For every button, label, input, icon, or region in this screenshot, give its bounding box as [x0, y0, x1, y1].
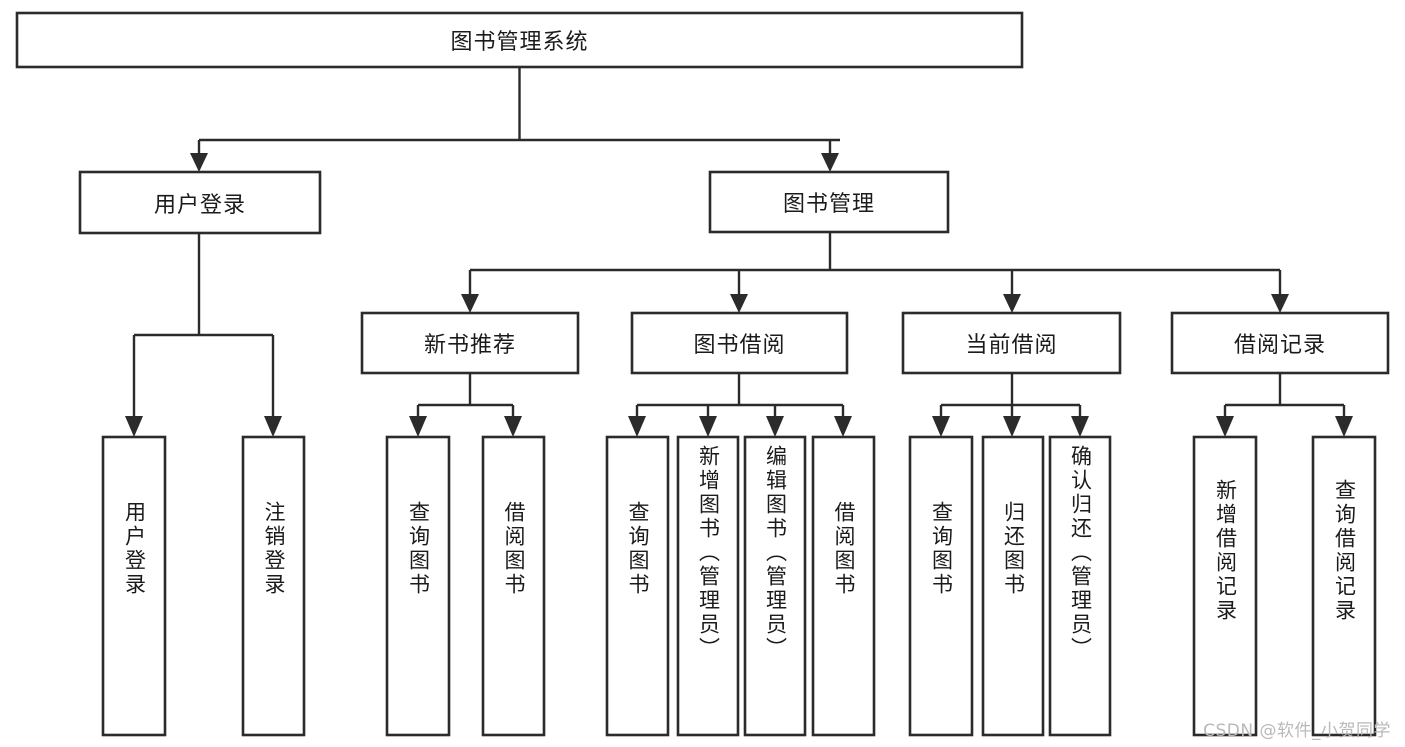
connector-group-borrow-record	[1216, 373, 1353, 437]
arrow-head-leaf-user-login	[125, 416, 143, 437]
arrow-head-user-login	[190, 153, 208, 172]
connector-group-book-borrow	[628, 373, 852, 437]
arrow-head-current-borrow	[1003, 294, 1021, 313]
node-box-leaf-query-book-3[interactable]	[908, 435, 974, 737]
arrow-head-leaf-borrow-book-2	[834, 416, 852, 437]
arrow-head-leaf-edit-book	[766, 416, 784, 437]
arrow-head-leaf-query-book-1	[409, 416, 427, 437]
arrow-head-leaf-query-record	[1335, 416, 1353, 437]
node-box-book-borrow[interactable]	[630, 311, 849, 375]
node-box-leaf-borrow-book-2[interactable]	[811, 435, 876, 737]
arrow-head-leaf-borrow-book-1	[504, 416, 522, 437]
arrow-head-book-manage	[821, 153, 839, 172]
node-box-leaf-edit-book[interactable]	[743, 435, 807, 737]
arrow-head-leaf-user-logout	[264, 416, 282, 437]
node-box-leaf-borrow-book-1[interactable]	[481, 435, 546, 737]
arrow-head-leaf-add-record	[1216, 416, 1234, 437]
arrow-head-new-book-recommend	[461, 294, 479, 313]
arrow-head-leaf-query-book-2	[628, 416, 646, 437]
node-box-leaf-query-book-1[interactable]	[385, 435, 451, 737]
node-box-root[interactable]	[15, 11, 1024, 69]
arrow-head-leaf-add-book	[699, 416, 717, 437]
connector-group-root	[190, 67, 840, 172]
node-box-leaf-query-book-2[interactable]	[605, 435, 670, 737]
node-box-leaf-return-book[interactable]	[981, 435, 1045, 737]
node-box-leaf-add-book[interactable]	[676, 435, 740, 737]
connector-group-user-login	[125, 233, 282, 437]
node-box-book-manage[interactable]	[708, 170, 950, 234]
arrow-head-book-borrow	[730, 294, 748, 313]
connector-group-current-borrow	[932, 373, 1089, 437]
node-box-borrow-record[interactable]	[1170, 311, 1390, 375]
node-box-leaf-add-record[interactable]	[1192, 435, 1258, 737]
arrow-head-leaf-return-book	[1003, 416, 1021, 437]
node-box-leaf-confirm-return[interactable]	[1048, 435, 1112, 737]
node-box-leaf-user-logout[interactable]	[241, 435, 306, 737]
connector-group-new-book-recommend	[409, 373, 522, 437]
node-box-current-borrow[interactable]	[901, 311, 1122, 375]
node-box-leaf-user-login[interactable]	[101, 435, 167, 737]
arrow-head-leaf-confirm-return	[1071, 416, 1089, 437]
node-box-user-login[interactable]	[78, 170, 322, 235]
arrow-head-leaf-query-book-3	[932, 416, 950, 437]
arrow-head-borrow-record	[1271, 294, 1289, 313]
node-box-new-book-recommend[interactable]	[360, 311, 580, 375]
node-box-leaf-query-record[interactable]	[1311, 435, 1377, 737]
connector-group-book-manage	[461, 232, 1289, 313]
